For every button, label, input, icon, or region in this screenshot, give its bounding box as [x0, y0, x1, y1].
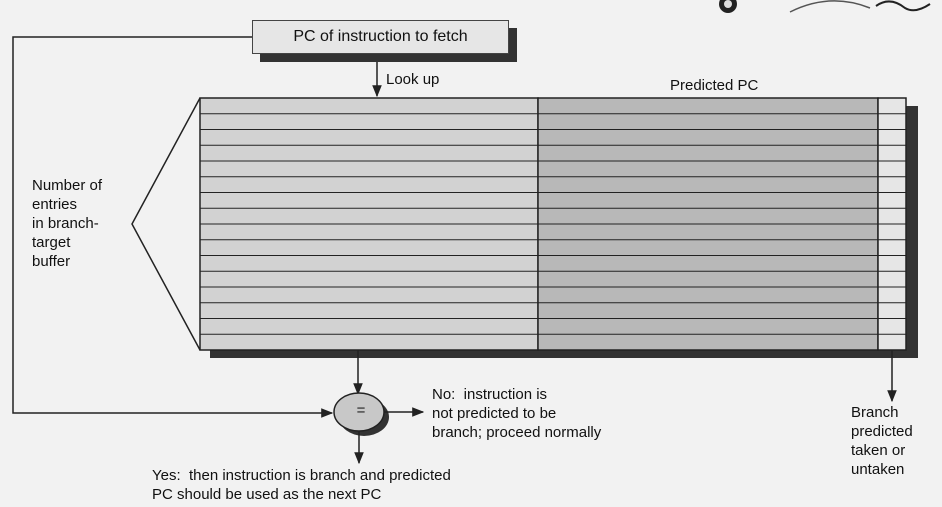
entries-label: Number of entries in branch- target buff… [32, 177, 103, 270]
entries-brace [131, 97, 201, 351]
buffer-row-lines [200, 113, 906, 335]
feedback-line [12, 36, 334, 418]
branch-predicted-label: Branch predicted taken or untaken [851, 404, 913, 478]
no-label: No: instruction is not predicted to be b… [432, 386, 602, 441]
lookup-label: Look up [386, 71, 440, 88]
yes-label: Yes: then instruction is branch and pred… [152, 467, 451, 503]
logo-watermark [702, 0, 942, 18]
pc-of-instruction-box: PC of instruction to fetch [252, 20, 509, 54]
predicted-pc-label: Predicted PC [670, 77, 759, 94]
compare-symbol: = [356, 402, 366, 419]
